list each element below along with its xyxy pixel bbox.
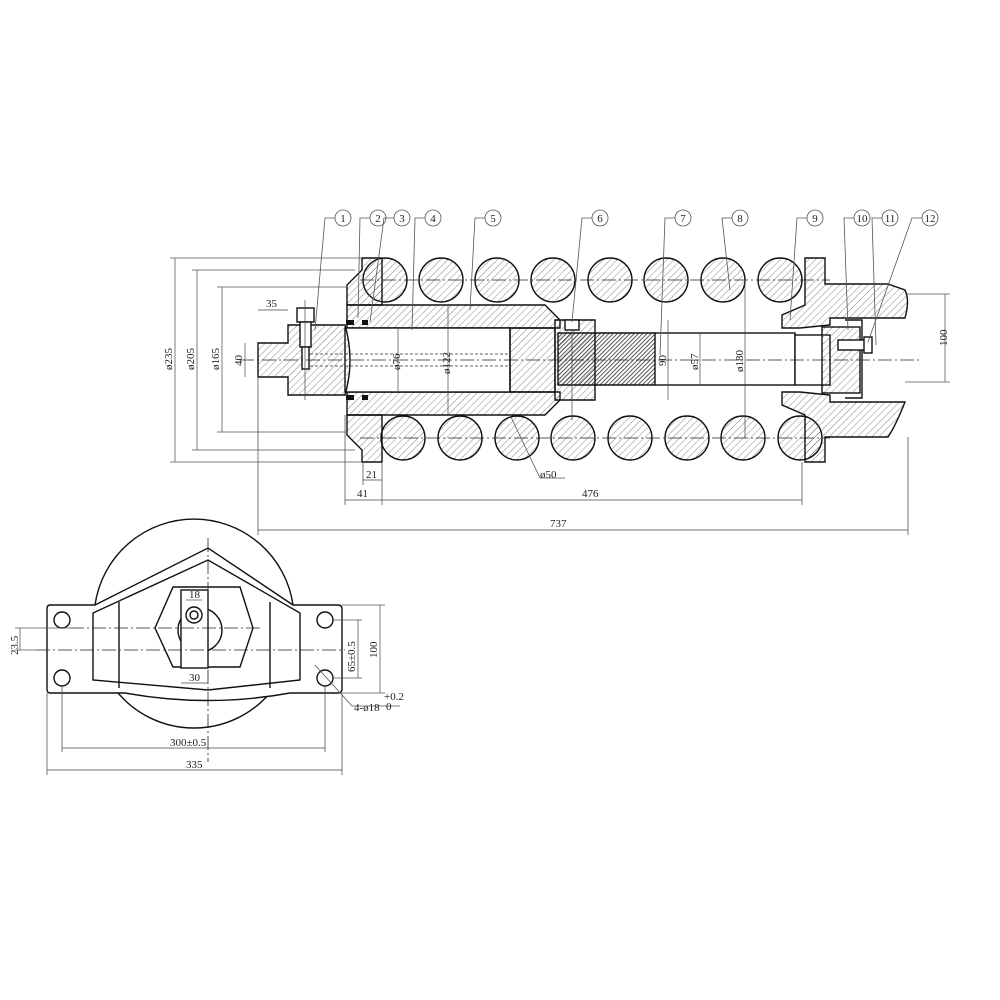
grease-fitting <box>296 307 315 323</box>
end-view-dimensions <box>15 599 400 775</box>
balloon-circle <box>674 209 692 227</box>
leader-line <box>789 217 807 321</box>
balloon-circle <box>806 209 824 227</box>
balloon-4: 4 <box>411 209 442 331</box>
balloon-5: 5 <box>469 209 502 311</box>
dim-41: 41 <box>357 488 368 500</box>
shaft <box>654 332 796 386</box>
balloon-label: 11 <box>885 213 896 225</box>
balloon-label: 6 <box>597 213 603 225</box>
end-view-labels: 18 30 23.5 65±0.5 100 4-ø18 +0.2 0 300±0… <box>9 589 404 771</box>
dim-300: 300±0.5 <box>170 737 207 749</box>
balloon-label: 2 <box>375 213 381 225</box>
dim-d76: ø76 <box>391 353 403 370</box>
piston-insert <box>557 332 661 386</box>
main-section-view: ø235 ø205 ø165 40 35 ø76 ø122 ø50 90 ø57… <box>163 209 950 535</box>
dim-d122: ø122 <box>441 352 453 374</box>
dim-d235: ø235 <box>163 348 175 371</box>
balloon-6: 6 <box>571 209 609 323</box>
dim-d57: ø57 <box>689 353 701 370</box>
balloon-circle <box>484 209 502 227</box>
leader-line <box>871 217 882 346</box>
balloon-12: 12 <box>867 209 939 343</box>
grease-fitting-tip <box>301 346 310 370</box>
balloon-1: 1 <box>314 209 352 331</box>
roller <box>550 415 596 461</box>
seal-2 <box>346 320 354 325</box>
dim-35: 35 <box>266 298 278 310</box>
dim-holes-tol-lower: 0 <box>386 701 392 713</box>
leader-line <box>843 217 854 331</box>
dim-737: 737 <box>550 518 567 530</box>
leader-line <box>357 217 370 319</box>
balloon-9: 9 <box>789 209 824 321</box>
balloon-label: 8 <box>737 213 743 225</box>
balloon-10: 10 <box>843 209 871 331</box>
right-housing <box>781 257 909 463</box>
roller-outline <box>94 518 294 729</box>
mounting-holes <box>53 611 334 687</box>
dim-d50: ø50 <box>540 469 557 481</box>
balloon-3: 3 <box>369 209 411 323</box>
dim-d165: ø165 <box>210 348 222 371</box>
roller <box>643 257 689 303</box>
dim-30: 30 <box>189 672 201 684</box>
leader-line <box>571 217 592 323</box>
dimension-labels: ø235 ø205 ø165 40 35 ø76 ø122 ø50 90 ø57… <box>163 298 950 530</box>
balloon-label: 3 <box>399 213 405 225</box>
balloon-label: 5 <box>490 213 496 225</box>
balloon-circle <box>393 209 411 227</box>
balloon-circle <box>424 209 442 227</box>
balloon-label: 9 <box>812 213 818 225</box>
dim-23-5: 23.5 <box>9 635 21 655</box>
leader-line <box>721 217 732 291</box>
leader-line <box>411 217 425 331</box>
seal-3 <box>362 320 368 325</box>
dim-335: 335 <box>186 759 203 771</box>
dim-90: 90 <box>657 355 669 367</box>
roller <box>418 257 464 303</box>
leader-line <box>369 217 394 323</box>
dim-holes-tol-upper: +0.2 <box>384 691 404 703</box>
leader-line <box>867 217 922 343</box>
leader-line <box>314 217 335 331</box>
balloon-label: 10 <box>857 213 869 225</box>
grease-fitting-body <box>299 321 312 348</box>
dim-476: 476 <box>582 488 599 500</box>
balloon-7: 7 <box>659 209 692 356</box>
lock-plate-11 <box>845 319 863 399</box>
dim-d205: ø205 <box>185 348 197 371</box>
dim-100-end: 100 <box>368 641 380 658</box>
balloon-circle <box>921 209 939 227</box>
balloon-circle <box>731 209 749 227</box>
balloon-circle <box>334 209 352 227</box>
dim-d180: ø180 <box>734 350 746 373</box>
clamp-block <box>180 589 209 669</box>
balloon-label: 12 <box>925 213 936 225</box>
balloon-11: 11 <box>871 209 899 346</box>
dim-100: 100 <box>938 329 950 346</box>
roller-row-bottom <box>380 415 823 461</box>
dim-40: 40 <box>233 355 245 367</box>
dimensions <box>170 257 950 535</box>
balloon-circle <box>881 209 899 227</box>
balloon-label: 1 <box>340 213 346 225</box>
balloon-label: 7 <box>680 213 686 225</box>
end-view: 18 30 23.5 65±0.5 100 4-ø18 +0.2 0 300±0… <box>9 518 404 775</box>
balloon-circle <box>591 209 609 227</box>
dim-21: 21 <box>366 469 377 481</box>
bolt-12 <box>837 339 867 351</box>
leader-line <box>659 217 675 356</box>
leader-line <box>469 217 485 311</box>
dim-18: 18 <box>189 589 201 601</box>
balloon-circle <box>853 209 871 227</box>
balloon-8: 8 <box>721 209 749 291</box>
balloon-label: 4 <box>430 213 436 225</box>
dim-holes: 4-ø18 <box>354 702 380 714</box>
dim-65: 65±0.5 <box>346 641 358 672</box>
bolt-head <box>185 606 203 624</box>
